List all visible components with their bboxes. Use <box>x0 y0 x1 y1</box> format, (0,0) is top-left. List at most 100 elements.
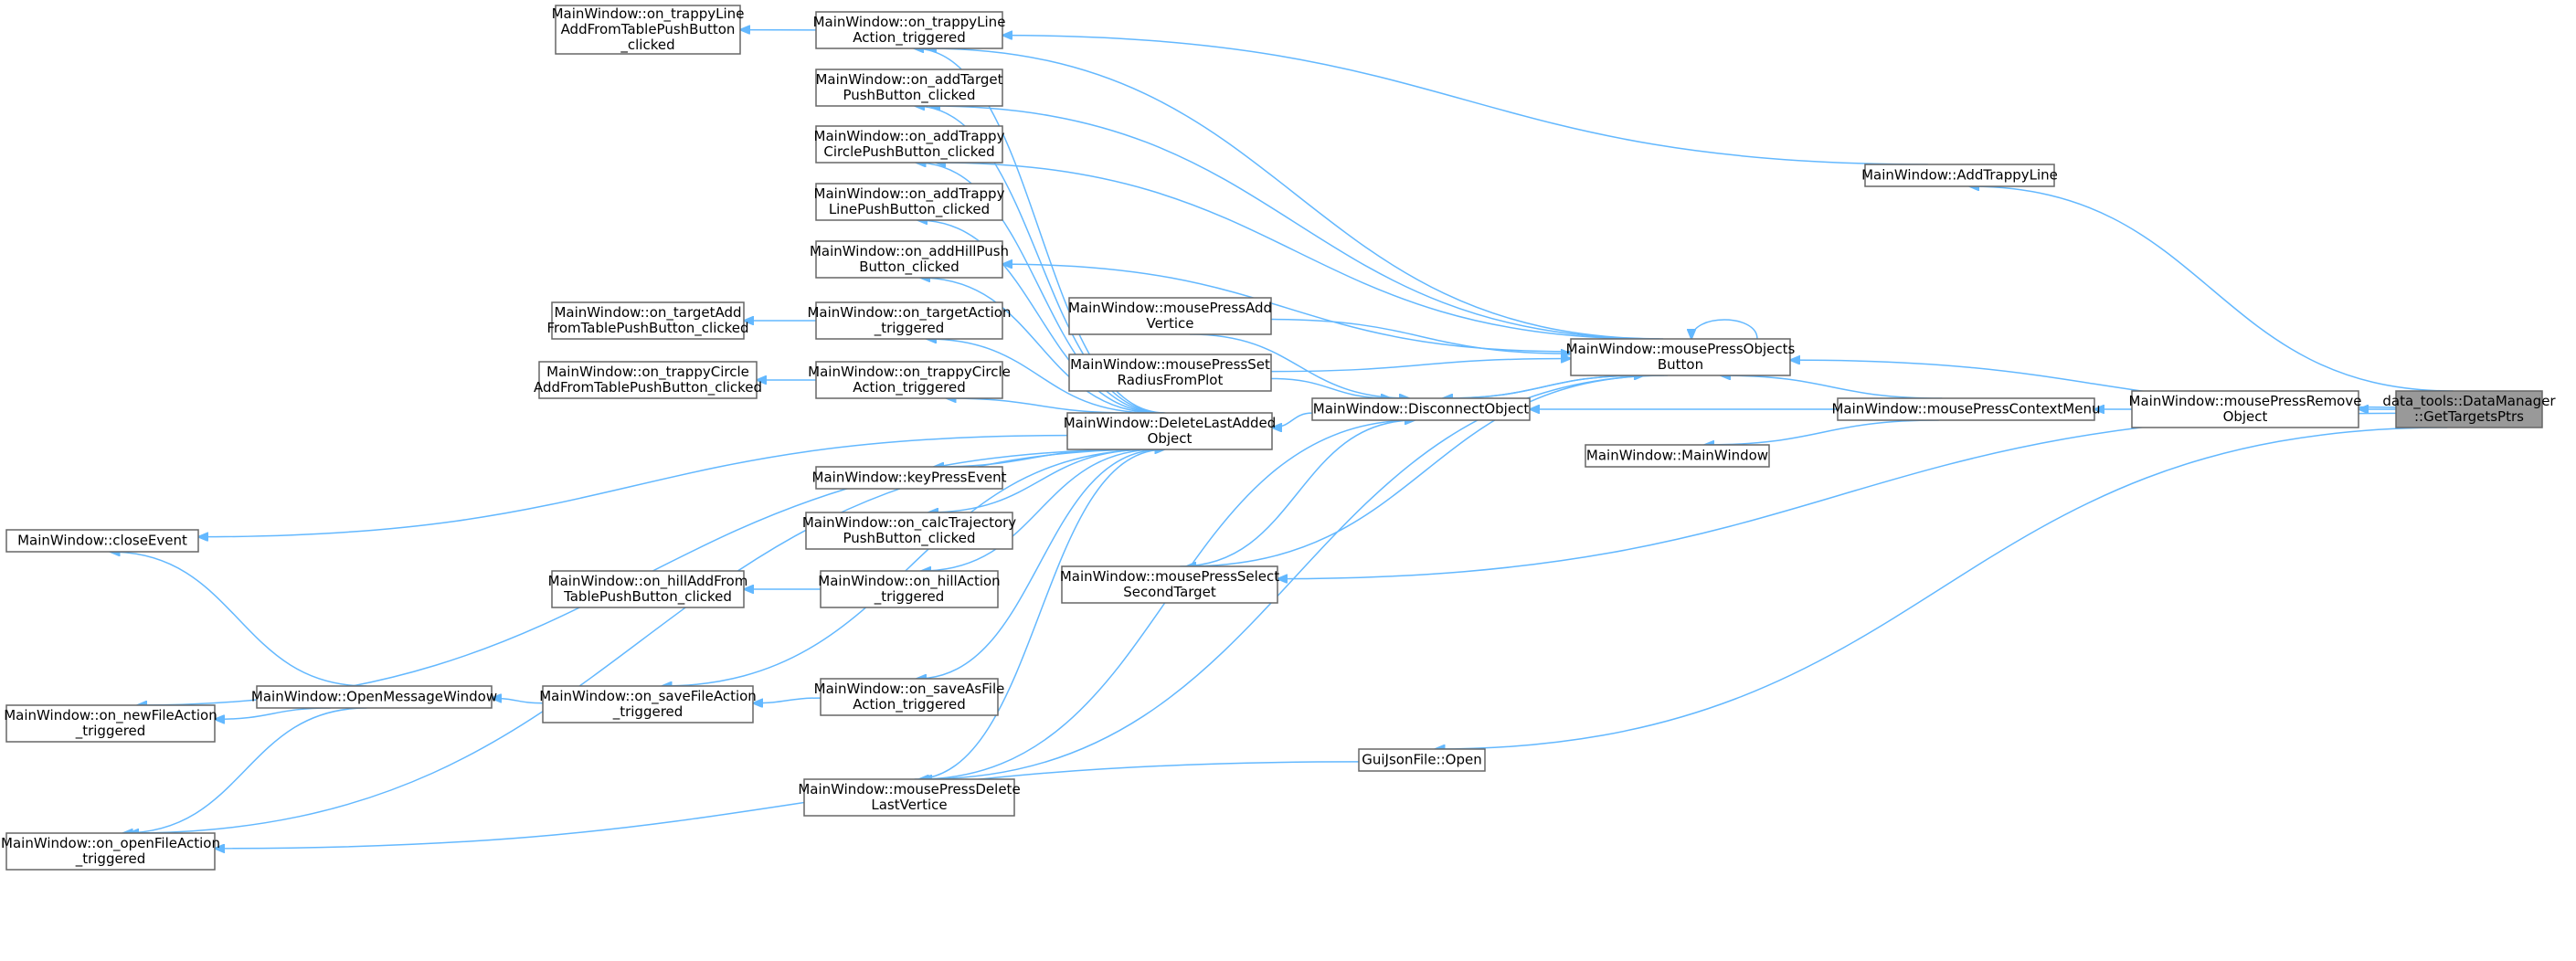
node-label-line: MainWindow::mousePressRemove <box>2129 393 2362 409</box>
node-get-targets-ptrs[interactable]: data_tools::DataManager::GetTargetsPtrs <box>2382 390 2556 428</box>
edge-disconnect-to-add-vertice <box>1190 333 1409 398</box>
edge-close-event-to-open-message <box>110 552 367 687</box>
node-label-line: _triggered <box>75 850 146 868</box>
node-label-line: MainWindow::mousePressObjects <box>1566 341 1796 357</box>
node-label-line: MainWindow::on_openFileAction <box>1 835 220 852</box>
node-label-line: MainWindow::on_trappyLine <box>813 14 1006 31</box>
edge-add-hill-btn-to-objects-button <box>1002 264 1572 353</box>
edge-main-window-ctor-to-context-menu <box>1704 419 1939 445</box>
node-hill-action[interactable]: MainWindow::on_hillAction_triggered <box>818 570 1001 608</box>
node-add-target-btn[interactable]: MainWindow::on_addTargetPushButton_click… <box>815 69 1003 107</box>
node-gui-json-open[interactable]: GuiJsonFile::Open <box>1358 748 1486 772</box>
node-target-action[interactable]: MainWindow::on_targetAction_triggered <box>807 301 1012 340</box>
node-box <box>555 5 741 55</box>
edge-add-trappy-circle-to-delete-last-added <box>916 163 1163 414</box>
node-box <box>1068 297 1272 335</box>
node-trappy-line-action[interactable]: MainWindow::on_trappyLineAction_triggere… <box>813 11 1006 49</box>
node-box <box>820 570 999 608</box>
node-box <box>538 361 758 399</box>
node-box <box>815 466 1003 490</box>
node-label-line: MainWindow::closeEvent <box>17 533 187 549</box>
edge-select-second-to-get-targets-ptrs <box>1277 412 2397 578</box>
edge-add-trappy-circle-to-objects-button <box>936 163 1655 340</box>
edge-target-action-to-delete-last-added <box>927 339 1153 414</box>
node-save-as-file[interactable]: MainWindow::on_saveAsFileAction_triggere… <box>814 678 1005 716</box>
node-add-trappy-circle[interactable]: MainWindow::on_addTrappyCirclePushButton… <box>814 125 1005 164</box>
node-save-file[interactable]: MainWindow::on_saveFileAction_triggered <box>539 685 757 723</box>
node-trappy-circle-action[interactable]: MainWindow::on_trappyCircleAction_trigge… <box>808 361 1011 399</box>
node-label-line: _triggered <box>874 588 945 606</box>
node-label-line: MainWindow::on_calcTrajectory <box>802 514 1016 532</box>
node-box <box>815 301 1003 340</box>
edge-close-event-to-delete-last-added <box>198 434 1068 537</box>
node-trappy-line-table[interactable]: MainWindow::on_trappyLineAddFromTablePus… <box>552 5 745 55</box>
edge-open-file-to-gui-json-open <box>215 761 1360 849</box>
node-calc-trajectory[interactable]: MainWindow::on_calcTrajectoryPushButton_… <box>802 512 1016 550</box>
node-label-line: MainWindow::mousePressContextMenu <box>1831 401 2100 417</box>
node-new-file[interactable]: MainWindow::on_newFileAction_triggered <box>4 704 217 743</box>
node-box <box>1061 565 1278 604</box>
node-label-line: MainWindow::OpenMessageWindow <box>251 689 497 705</box>
node-close-event[interactable]: MainWindow::closeEvent <box>5 529 199 553</box>
node-box <box>1585 444 1770 468</box>
edge-open-message-to-save-file <box>492 698 544 704</box>
node-target-add-table[interactable]: MainWindow::on_targetAddFromTablePushBut… <box>546 301 749 340</box>
node-box <box>815 125 1003 164</box>
edges-layer <box>110 30 2454 849</box>
node-label-line: data_tools::DataManager <box>2382 393 2556 410</box>
edge-gui-json-open-to-get-targets-ptrs <box>1435 427 2448 749</box>
node-label-line: ::GetTargetsPtrs <box>2414 408 2524 425</box>
node-box <box>5 529 199 553</box>
node-label-line: MainWindow::on_saveFileAction <box>539 688 757 705</box>
node-label-line: _clicked <box>620 37 674 54</box>
node-label-line: MainWindow::AddTrappyLine <box>1861 167 2058 184</box>
node-box <box>2131 390 2359 428</box>
edge-trappy-line-action-to-add-trappy-line <box>1002 36 1928 165</box>
node-box <box>1358 748 1486 772</box>
node-label-line: Object <box>2223 408 2268 425</box>
edge-objects-button-to-objects-button <box>1691 319 1758 339</box>
node-hill-add-table[interactable]: MainWindow::on_hillAddFromTablePushButto… <box>548 570 748 608</box>
node-disconnect[interactable]: MainWindow::DisconnectObject <box>1311 397 1531 421</box>
node-label-line: RadiusFromPlot <box>1118 372 1224 388</box>
edge-objects-button-to-context-menu <box>1721 375 1943 399</box>
node-add-trappy-line-btn[interactable]: MainWindow::on_addTrappyLinePushButton_c… <box>814 183 1005 221</box>
node-trappy-circle-table[interactable]: MainWindow::on_trappyCircleAddFromTableP… <box>534 361 762 399</box>
edge-add-trappy-line-btn-to-delete-last-added <box>917 220 1161 414</box>
node-box <box>1864 164 2055 187</box>
node-add-trappy-line[interactable]: MainWindow::AddTrappyLine <box>1861 164 2058 187</box>
edge-disconnect-to-set-radius <box>1270 377 1391 398</box>
node-open-file[interactable]: MainWindow::on_openFileAction_triggered <box>1 832 220 871</box>
node-main-window-ctor[interactable]: MainWindow::MainWindow <box>1585 444 1770 468</box>
node-label-line: MainWindow::DeleteLastAdded <box>1064 415 1277 431</box>
node-context-menu[interactable]: MainWindow::mousePressContextMenu <box>1831 397 2101 421</box>
node-box <box>5 832 216 871</box>
node-open-message[interactable]: MainWindow::OpenMessageWindow <box>251 685 497 709</box>
node-label-line: PushButton_clicked <box>843 87 975 104</box>
node-box <box>805 512 1013 550</box>
node-label-line: MainWindow::on_addTrappy <box>814 185 1005 203</box>
node-label-line: _triggered <box>75 723 146 740</box>
node-label-line: FromTablePushButton_clicked <box>546 320 748 337</box>
node-box <box>1570 338 1791 376</box>
node-label-line: Button_clicked <box>859 259 959 276</box>
node-box <box>815 11 1003 49</box>
node-label-line: _triggered <box>874 320 945 337</box>
node-key-press[interactable]: MainWindow::keyPressEvent <box>812 466 1007 490</box>
edge-objects-button-to-disconnect <box>1442 375 1644 399</box>
node-label-line: Vertice <box>1146 315 1193 332</box>
node-label-line: MainWindow::on_addTarget <box>815 71 1002 89</box>
node-label-line: MainWindow::on_hillAddFrom <box>548 573 748 590</box>
node-label-line: MainWindow::on_trappyCircle <box>808 364 1011 381</box>
node-label-line: MainWindow::on_saveAsFile <box>814 681 1005 698</box>
node-box <box>815 361 1003 399</box>
node-label-line: MainWindow::on_addHillPush <box>810 243 1009 260</box>
